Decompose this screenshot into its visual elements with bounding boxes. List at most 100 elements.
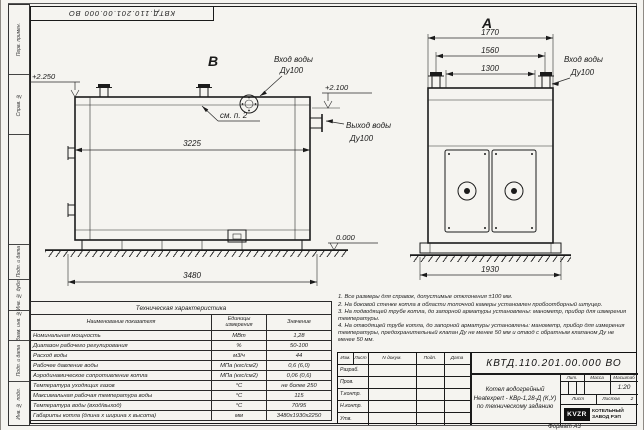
burner-box <box>227 229 247 243</box>
frame-label: Справ. № <box>16 92 22 117</box>
svg-text:Вход воды: Вход воды <box>564 55 603 64</box>
frame-label: Перв. примен. <box>16 22 22 57</box>
frame-cell: Инв. № подл. <box>9 382 29 425</box>
tb-mass-label: Масса <box>590 374 604 380</box>
frame-cell: Справ. № <box>9 75 29 136</box>
svg-text:1560: 1560 <box>481 46 499 55</box>
cell-units: % <box>211 340 267 351</box>
cell-units: °С <box>211 400 267 411</box>
frame-cell-blank <box>9 135 29 245</box>
svg-text:Ду100: Ду100 <box>349 134 374 143</box>
cell-name: Температура воды (вход/выход) <box>30 400 212 411</box>
frame-label: Инв. № дубл. <box>16 280 22 311</box>
svg-text:Ду100: Ду100 <box>570 68 595 77</box>
tb-col-ndocum: N докум. <box>382 356 402 361</box>
product-line: Heatexpert - КВр-1,28-Д (К,У) <box>473 394 557 402</box>
frame-label: Подп. и дата <box>16 246 22 278</box>
svg-text:0.000: 0.000 <box>336 233 356 242</box>
front-top-nozzle-right <box>538 72 554 89</box>
cell-name: Аэродинамическое сопротивление котла <box>30 370 212 381</box>
svg-text:Выход воды: Выход воды <box>346 121 391 130</box>
tb-sheet-label: Лист <box>571 396 585 402</box>
elevation-mark-base: 0.000 <box>328 233 378 251</box>
base-rails <box>81 239 303 251</box>
cell-units: МПа (кгс/см2) <box>211 360 267 371</box>
tb-product-name: Котел водогрейный Heatexpert - КВр-1,28-… <box>470 373 560 425</box>
kvzr-logo: KVZR <box>564 408 590 421</box>
tb-row-razrab: Разраб. <box>340 367 359 373</box>
col-header: Наименование показателя <box>30 314 212 331</box>
water-outlet-nozzle <box>309 114 323 132</box>
svg-text:см. п. 2: см. п. 2 <box>220 111 248 120</box>
col-header: Значение <box>266 314 332 331</box>
svg-text:1770: 1770 <box>481 28 499 37</box>
cell-units: МПа (кгс/см2) <box>211 370 267 381</box>
cell-value: 70/95 <box>266 400 332 411</box>
note-item: 1. Все размеры для справок, допустимые о… <box>338 294 513 300</box>
see-note-callout: см. п. 2 <box>201 105 260 122</box>
tb-col-list: Лист <box>354 356 367 361</box>
frame-cell: Подп. и дата <box>9 341 29 382</box>
dimension-1300: 1300 <box>445 64 536 88</box>
left-side-flanges <box>67 146 76 217</box>
product-line: по техническому заданию <box>476 403 554 411</box>
dimension-1930: 1930 <box>419 257 562 280</box>
drawing-frame <box>30 6 637 424</box>
frame-label: Взам. инв. № <box>16 310 22 342</box>
cell-name: Габариты котла (длина х ширина х высота) <box>30 410 212 421</box>
cell-name: Диапазон рабочего регулирования <box>30 340 212 351</box>
front-top-nozzle-left <box>428 72 444 89</box>
boiler-drawing: В <box>30 15 603 286</box>
front-base <box>419 242 562 254</box>
tb-row-prov: Пров. <box>340 379 354 385</box>
note-item: 3. На подводящей трубе котла, до запорно… <box>338 309 627 322</box>
note-item: 4. На отводящей трубе котла, до запорной… <box>338 323 625 343</box>
tb-lit-label: Лит. <box>566 374 578 380</box>
cell-value: 0,06 (0,6) <box>266 370 332 381</box>
cell-value: 44 <box>266 350 332 361</box>
cell-value: 115 <box>266 390 332 401</box>
front-door-right <box>491 149 537 233</box>
format-note: Формат А3 <box>548 424 581 430</box>
svg-text:3225: 3225 <box>183 139 201 148</box>
inlet-callout-side: Вход воды Ду100 <box>259 55 313 97</box>
cell-value: 50-100 <box>266 340 332 351</box>
frame-cell: Перв. примен. <box>9 5 29 75</box>
frame-label: Подп. и дата <box>16 345 22 377</box>
front-door-left <box>444 149 490 233</box>
svg-text:+2.250: +2.250 <box>32 72 56 81</box>
boiler-body-front <box>427 87 554 244</box>
tb-scale-value: 1:20 <box>617 384 631 391</box>
cell-units: °С <box>211 390 267 401</box>
cell-value: 1,28 <box>266 330 332 341</box>
cell-units: мм <box>211 410 267 421</box>
svg-text:Вход воды: Вход воды <box>274 55 313 64</box>
view-a-label: А <box>481 15 492 31</box>
side-view-drawing: В <box>30 53 391 286</box>
cell-name: Расход воды <box>30 350 212 361</box>
frame-left-strip: Перв. примен. Справ. № Подп. и дата Инв.… <box>8 4 30 426</box>
cell-units: МВт <box>211 330 267 341</box>
top-nozzle-1 <box>96 84 112 98</box>
dimension-3225: 3225 <box>75 139 310 153</box>
notes-block: 1. Все размеры для справок, допустимые о… <box>338 294 632 344</box>
cell-name: Температура уходящих газов <box>30 380 212 391</box>
svg-text:+2.100: +2.100 <box>325 83 349 92</box>
elevation-mark-mid: +2.100 <box>312 83 372 109</box>
tb-col-podp: Подп. <box>423 356 437 361</box>
cell-value: 0,6 (6,0) <box>266 360 332 371</box>
elevation-mark-top: +2.250 <box>30 72 80 98</box>
table-title: Техническая характеристика <box>30 301 332 315</box>
company-line: КОТЕЛЬНЫЙ <box>592 408 624 414</box>
tb-row-nkontr: Н.контр. <box>340 403 362 409</box>
cell-units: м3/ч <box>211 350 267 361</box>
cell-name: Рабочее давление воды <box>30 360 212 371</box>
cell-name: Номинальная мощность <box>30 330 212 341</box>
